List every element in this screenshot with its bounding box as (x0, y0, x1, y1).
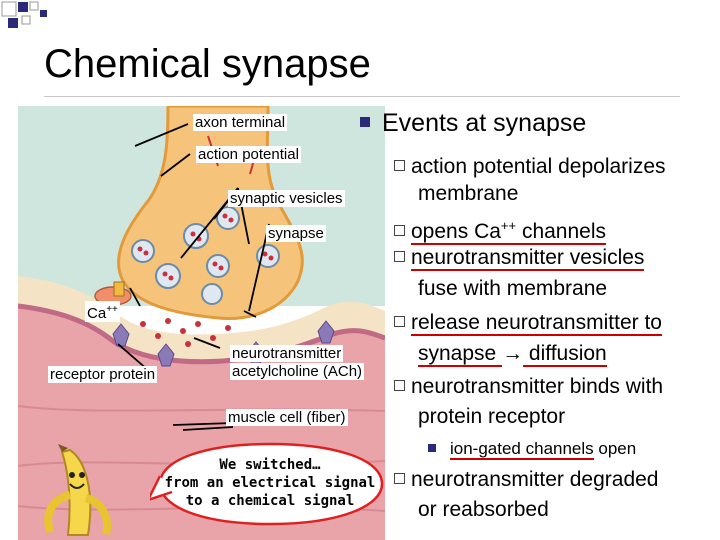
label-muscle-cell: muscle cell (fiber) (226, 409, 348, 426)
event-item-3-cont: fuse with membrane (418, 273, 607, 304)
event-item-1: action potential depolarizes (394, 151, 666, 182)
event-6-line-2: or reabsorbed (418, 498, 549, 521)
checkbox-bullet-icon (394, 160, 405, 171)
event-item-5: neurotransmitter binds with (394, 371, 663, 402)
speech-line-1: We switched… (219, 457, 321, 473)
event-1-line-2: membrane (418, 182, 519, 205)
event-sub-item: ion-gated channels open (428, 433, 636, 464)
event-item-4: release neurotransmitter to (394, 307, 662, 338)
slide-title: Chemical synapse (44, 42, 371, 86)
speech-bubble (150, 442, 384, 526)
arrow-icon: → (502, 342, 524, 365)
label-axon-terminal: axon terminal (193, 114, 288, 131)
checkbox-bullet-icon (394, 251, 405, 262)
label-synapse: synapse (266, 225, 326, 242)
event-2-part-b: Ca++ channels (474, 218, 607, 245)
speech-bubble-text: We switched… from an electrical signal t… (150, 456, 390, 510)
events-heading: Events at synapse (382, 109, 587, 137)
corner-decoration (1, 1, 47, 28)
event-item-6-cont: or reabsorbed (418, 494, 549, 525)
event-4-part-a: release (411, 311, 486, 336)
event-3-line-1: neurotransmitter vesicles (411, 246, 645, 271)
event-4-line-2-b: diffusion (523, 342, 607, 367)
banana-icon (44, 444, 111, 536)
event-2-part-c: channels (516, 220, 607, 243)
bullet-square-icon (428, 443, 436, 452)
event-item-1-cont: membrane (418, 178, 518, 209)
checkbox-bullet-icon (394, 473, 405, 484)
speech-line-3: to a chemical signal (185, 493, 355, 509)
event-item-5-cont: protein receptor (418, 401, 565, 432)
label-neurotransmitter: neurotransmitter (230, 345, 344, 362)
event-item-6: neurotransmitter degraded (394, 464, 658, 495)
synapse-diagram: axon terminal action potential synaptic … (18, 106, 385, 540)
event-item-4-cont: synapse → diffusion (418, 338, 607, 369)
label-acetylcholine: acetylcholine (ACh) (230, 363, 365, 380)
checkbox-bullet-icon (394, 225, 405, 236)
event-item-2: opens Ca++ channels (394, 210, 607, 247)
label-action-potential: action potential (196, 146, 301, 163)
label-receptor-protein: receptor protein (48, 366, 158, 383)
event-5-line-2: protein receptor (418, 405, 566, 428)
event-3-line-2: fuse with membrane (418, 277, 608, 300)
sub-item-part-b: open (593, 439, 637, 458)
speech-line-2: from an electrical signal (164, 475, 376, 491)
event-4-line-2-a: synapse (418, 342, 503, 367)
event-5-line-1: neurotransmitter binds with (411, 375, 664, 398)
label-ca-sup: ++ (106, 304, 118, 315)
checkbox-bullet-icon (394, 316, 405, 327)
event-2-part-a: opens (411, 220, 475, 245)
label-synaptic-vesicles: synaptic vesicles (228, 190, 345, 207)
events-heading-row: Events at synapse (360, 108, 586, 139)
event-2-ca: Ca (474, 220, 501, 243)
checkbox-bullet-icon (394, 380, 405, 391)
bullet-square-icon (360, 117, 370, 128)
vesicles (131, 206, 280, 305)
event-4-part-b: neurotransmitter to (485, 311, 662, 336)
label-ca: Ca++ (85, 301, 120, 322)
sub-item-part-a: ion-gated channels (450, 439, 594, 460)
title-divider (44, 96, 680, 97)
event-1-line-1: action potential depolarizes (411, 155, 666, 178)
event-item-3: neurotransmitter vesicles (394, 242, 645, 273)
label-ca-text: Ca (87, 305, 107, 322)
event-6-line-1: neurotransmitter degraded (411, 468, 659, 491)
event-2-sup: ++ (500, 218, 517, 233)
